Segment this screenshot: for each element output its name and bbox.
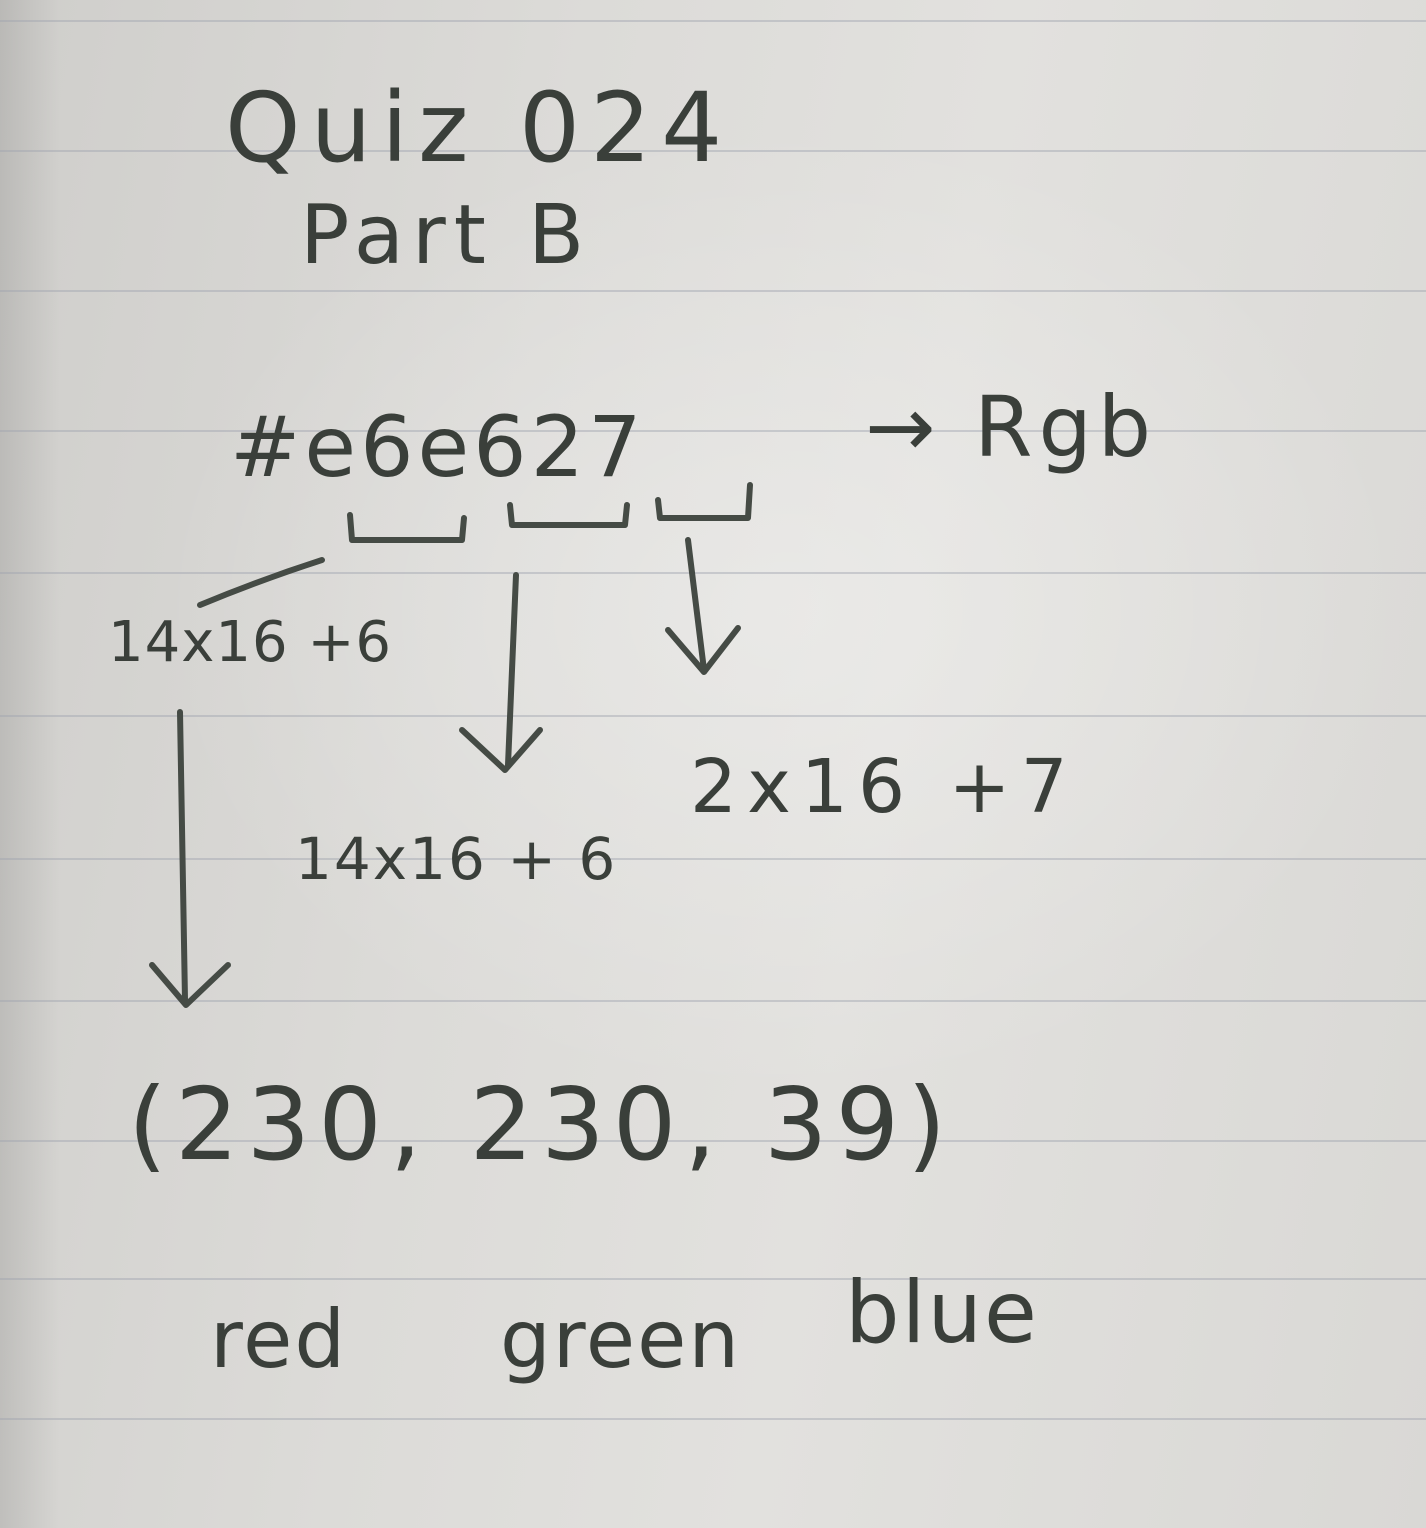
blue-calculation: 2x16 +7 bbox=[690, 744, 1078, 830]
bracket-icon bbox=[347, 512, 467, 543]
down-arrow-icon bbox=[505, 572, 519, 768]
down-arrow-icon bbox=[459, 727, 543, 773]
channel-label-green: green bbox=[500, 1293, 742, 1386]
quiz-title: Quiz 024 bbox=[225, 72, 733, 184]
bracket-icon bbox=[507, 502, 630, 528]
channel-label-blue: blue bbox=[845, 1263, 1039, 1363]
ruled-line bbox=[0, 858, 1426, 860]
hex-color-code: #e6e627 bbox=[230, 398, 646, 496]
ruled-line bbox=[0, 572, 1426, 574]
red-calculation: 14x16 +6 bbox=[108, 610, 393, 675]
green-calculation: 14x16 + 6 bbox=[295, 825, 618, 893]
down-arrow-icon bbox=[665, 625, 741, 675]
part-title: Part B bbox=[300, 188, 593, 283]
down-arrow-icon bbox=[177, 709, 188, 1003]
rgb-conversion-label: → Rgb bbox=[865, 378, 1158, 476]
ruled-line bbox=[0, 1140, 1426, 1142]
down-arrow-icon bbox=[149, 962, 231, 1008]
bracket-icon bbox=[655, 482, 753, 521]
ruled-line bbox=[0, 430, 1426, 432]
strike-mark bbox=[197, 557, 325, 608]
ruled-line bbox=[0, 20, 1426, 22]
rgb-result: (230, 230, 39) bbox=[128, 1066, 955, 1183]
ruled-line bbox=[0, 715, 1426, 717]
down-arrow-icon bbox=[685, 537, 707, 673]
ruled-line bbox=[0, 1418, 1426, 1420]
channel-label-red: red bbox=[210, 1293, 348, 1386]
ruled-line bbox=[0, 290, 1426, 292]
ruled-line bbox=[0, 150, 1426, 152]
ruled-line bbox=[0, 1278, 1426, 1280]
ruled-line bbox=[0, 1000, 1426, 1002]
